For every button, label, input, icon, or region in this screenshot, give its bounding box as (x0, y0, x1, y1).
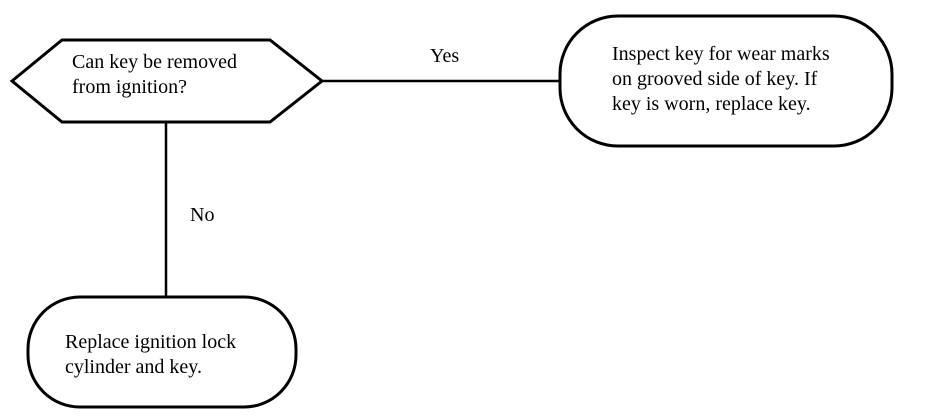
terminal-yes-node (558, 14, 894, 148)
terminal-no-text: Replace ignition lock cylinder and key. (65, 330, 236, 380)
terminal-no-text-line: Replace ignition lock (65, 331, 237, 353)
decision-text-line: Can key be removed (72, 51, 237, 73)
terminal-yes-text-line: key is worn, replace key. (612, 93, 811, 115)
decision-text: Can key be removed from ignition? (72, 50, 237, 100)
no-label: No (190, 204, 215, 226)
terminal-yes-text-line: Inspect key for wear marks (612, 43, 830, 65)
terminal-yes-text: Inspect key for wear marks on grooved si… (612, 42, 830, 117)
terminal-yes-text-line: on grooved side of key. If (612, 68, 818, 90)
yes-label: Yes (430, 45, 460, 67)
terminal-no-text-line: cylinder and key. (65, 356, 202, 378)
decision-text-line: from ignition? (72, 76, 187, 98)
terminal-no-node (26, 295, 298, 409)
